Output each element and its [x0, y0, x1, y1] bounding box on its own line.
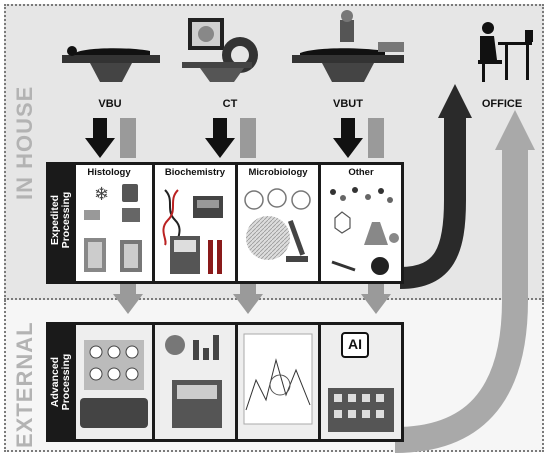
grey-curved-arrow-to-office: [394, 110, 535, 453]
slide-scanner-pictogram: [80, 340, 148, 428]
black-arrow-ct: [205, 118, 235, 158]
grey-arrow-ct: [233, 118, 263, 314]
station-label-office: OFFICE: [481, 98, 523, 110]
expedited-processing-label: Expedited Processing: [49, 170, 72, 270]
panel-title-microbiology: Microbiology: [248, 167, 308, 178]
office-worker-icon: [478, 22, 533, 82]
svg-text:❄: ❄: [94, 184, 109, 205]
station-label-vbu: VBU: [98, 98, 122, 110]
grey-arrow-vbu: [113, 118, 143, 314]
histology-pictograms: ❄: [84, 184, 142, 272]
station-label-vbut: VBUT: [333, 98, 363, 110]
panel-title-biochemistry: Biochemistry: [164, 167, 226, 178]
expedited-label-line2: Processing: [60, 191, 72, 249]
black-arrow-vbut: [333, 118, 363, 158]
other-pictograms: [330, 187, 399, 275]
ai-badge: AI: [348, 336, 362, 352]
grey-arrow-vbut: [361, 118, 391, 314]
genomics-pictogram: [243, 333, 313, 425]
microbiology-pictograms: [244, 188, 311, 262]
station-label-ct: CT: [222, 98, 238, 110]
analyzer-pictogram: [165, 335, 222, 428]
panel-title-other: Other: [348, 167, 374, 178]
panel-title-histology: Histology: [87, 167, 131, 178]
vbut-table-icon: [292, 10, 404, 82]
black-arrow-vbu: [85, 118, 115, 158]
advanced-processing-label: Advanced Processing: [49, 332, 72, 432]
ct-scanner-icon: [182, 18, 258, 82]
advanced-label-line2: Processing: [60, 353, 72, 411]
vbu-table-icon: [62, 46, 160, 82]
black-curved-arrow-to-office: [399, 84, 472, 289]
ai-building-pictogram: [328, 332, 394, 432]
biochemistry-pictograms: [162, 189, 223, 274]
